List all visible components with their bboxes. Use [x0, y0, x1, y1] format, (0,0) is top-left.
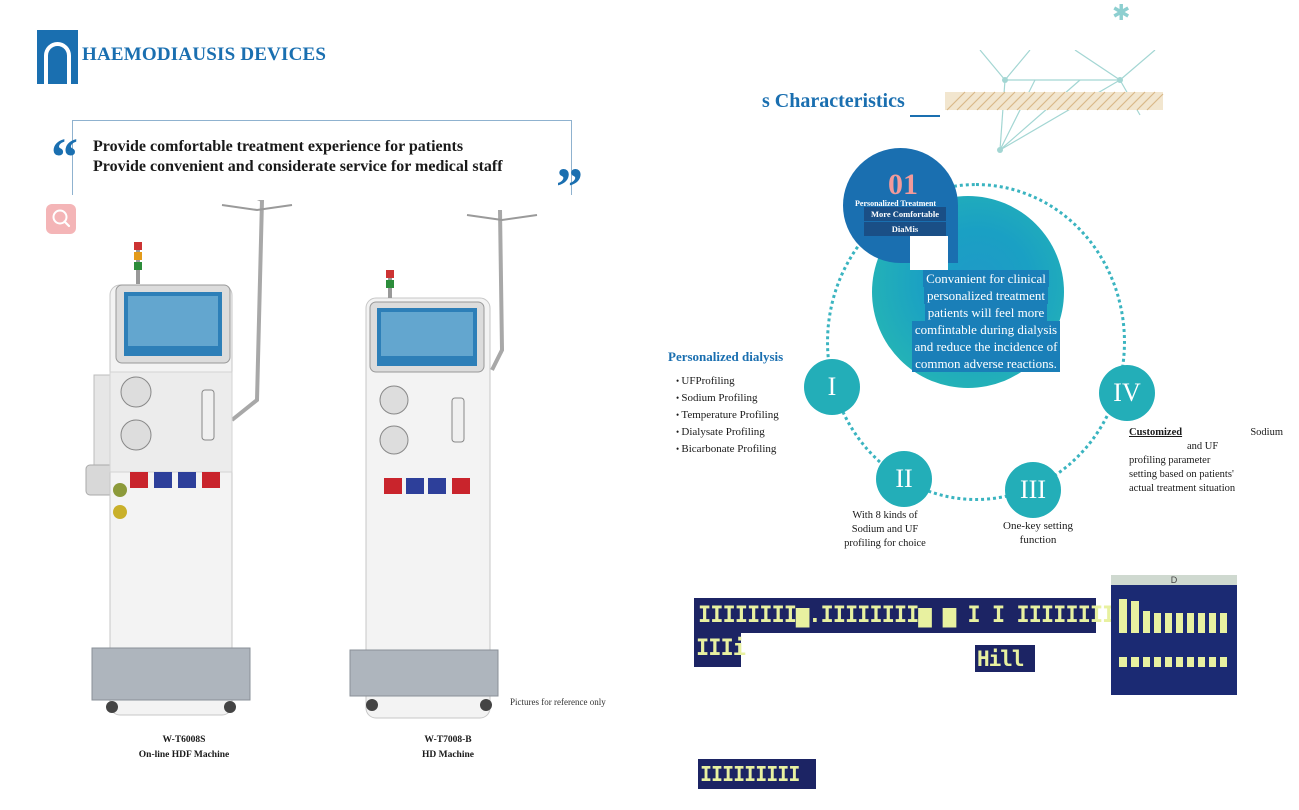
screen-bars-graphic [1119, 599, 1227, 667]
strip-glyphs: IIIi [696, 636, 746, 661]
search-icon [52, 209, 71, 228]
desc-line: setting based on patients' [1129, 469, 1234, 480]
personalized-title: Personalized dialysis [668, 349, 784, 364]
reference-note: Pictures for reference only [510, 697, 606, 707]
node-iii: III [1005, 462, 1061, 518]
center-description: Convanient for clinical personalized tre… [900, 270, 1072, 372]
display-strip-1: IIIi [694, 632, 746, 667]
desc-line: actual treatment situation [1129, 483, 1236, 494]
center-line: personalized treatment [923, 287, 1049, 304]
list-item: UFProfiling [676, 373, 779, 390]
node-iii-description: One-key setting function [990, 519, 1086, 547]
desc-line: function [1019, 534, 1057, 546]
display-banner: IIIIIIII▆.IIIIIIII▆ ▆ I I IIIIIIIII [694, 598, 1128, 633]
desc-line: profiling parameter [1129, 455, 1211, 466]
decor-star-icon: ✱ [1112, 0, 1131, 25]
machine-1-type: On-line HDF Machine [138, 750, 230, 760]
brand-logo [37, 30, 78, 84]
list-item: Sodium Profiling [676, 390, 779, 407]
machine-2-model: W-T7008-B [424, 735, 472, 745]
strip-glyphs: Hill [977, 647, 1025, 671]
display-strip-3: IIIIIIIII [698, 759, 816, 789]
dotted-ring [826, 183, 1126, 501]
screen-label: D [1111, 575, 1237, 585]
node-i: I [804, 359, 860, 415]
machine-2-illustration [349, 209, 538, 719]
dialysis-machines-photo [85, 200, 538, 719]
characteristics-title: s Characteristics [762, 90, 905, 112]
machine-2-type: HD Machine [422, 750, 474, 760]
desc-head: Customized [1129, 427, 1183, 438]
badge-number: 01 [888, 168, 918, 201]
machine-1-model: W-T6008S [162, 735, 206, 745]
desc-tail: Sodium [1250, 427, 1283, 438]
node-ii: II [876, 451, 932, 507]
title-underline [910, 115, 940, 117]
badge-line-1: Personalized Treatment [855, 199, 937, 208]
node-iv: IV [1099, 365, 1155, 421]
node-iv-description: Customized Sodium and UF profiling parame… [1129, 426, 1289, 496]
desc-line: Sodium and UF [851, 524, 919, 535]
decor-lattice-graphic [945, 50, 1164, 153]
center-line: patients will feel more [924, 304, 1048, 321]
badge-cutout [910, 236, 948, 270]
center-line: common adverse reactions. [912, 355, 1060, 372]
center-line: comfintable during dialysis [911, 321, 1061, 338]
desc-line: profiling for choice [844, 538, 926, 549]
desc-line: One-key setting [1003, 520, 1073, 532]
quote-line-1: Provide comfortable treatment experience… [93, 138, 464, 155]
quote-frame [72, 120, 572, 195]
node-ii-description: With 8 kinds of Sodium and UF profiling … [830, 509, 940, 551]
center-line: Convanient for clinical [923, 270, 1049, 287]
list-item: Dialysate Profiling [676, 424, 779, 441]
open-quote-icon: “ [51, 127, 78, 187]
banner-glyphs: IIIIIIII▆.IIIIIIII▆ ▆ I I IIIIIIIII [698, 603, 1128, 628]
display-strip-2: Hill [975, 645, 1035, 672]
page-title: HAEMODIAUSIS DEVICES [82, 44, 327, 65]
list-item: Bicarbonate Profiling [676, 441, 779, 458]
display-screen-photo: D [1111, 575, 1237, 695]
close-quote-icon: ” [556, 157, 583, 217]
list-item: Temperature Profiling [676, 407, 778, 424]
quote-line-2: Provide convenient and considerate servi… [93, 158, 503, 175]
search-button[interactable] [46, 204, 76, 234]
center-line: and reduce the incidence of [911, 338, 1061, 355]
desc-line: and UF [1187, 441, 1219, 452]
badge-line-2: More Comfortable [864, 207, 946, 221]
badge-line-3: DiaMis [864, 222, 946, 236]
desc-line: With 8 kinds of [852, 510, 918, 521]
strip-glyphs: IIIIIIIII [700, 762, 800, 786]
personalized-list: UFProfiling Sodium Profiling Temperature… [676, 373, 779, 458]
machine-1-illustration [85, 200, 293, 716]
